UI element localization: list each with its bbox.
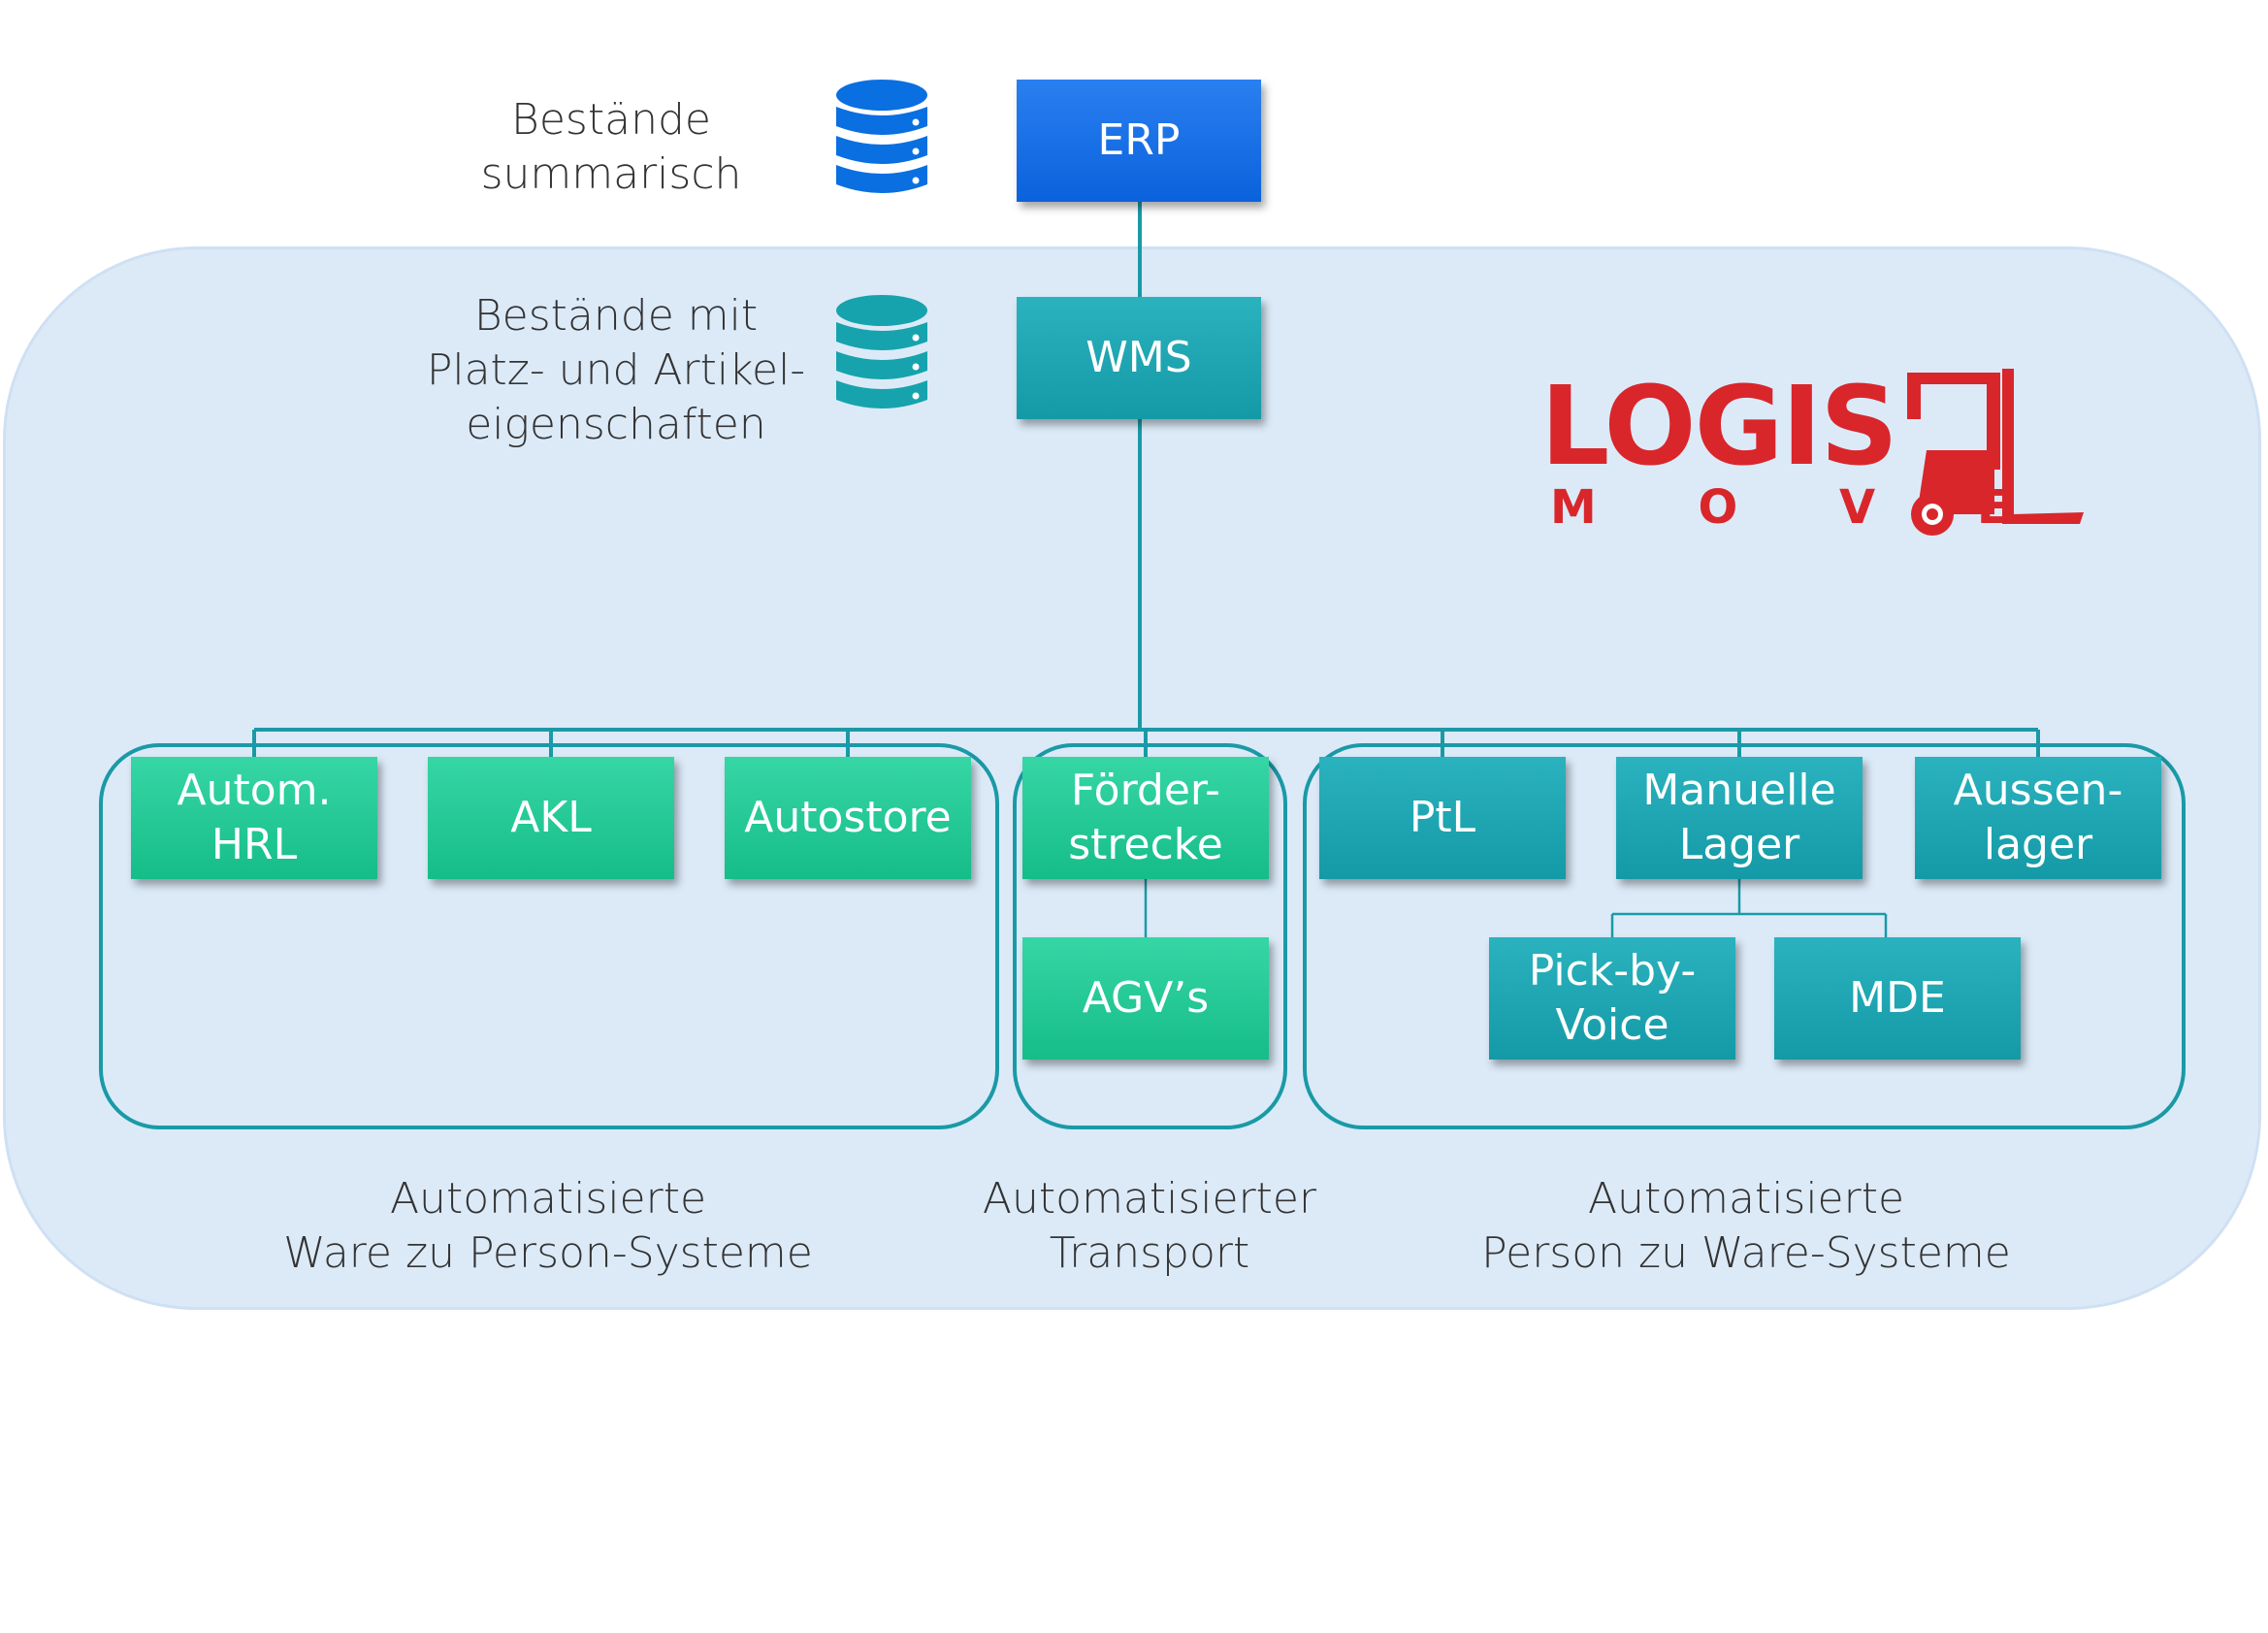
erp-caption: Bestände summarisch	[480, 95, 742, 199]
erp-node: ERP	[1017, 80, 1261, 202]
node-mde: MDE	[1774, 937, 2021, 1060]
node-label: Pick-by- Voice	[1528, 946, 1697, 1050]
node-label: Manuelle Lager	[1642, 766, 1836, 869]
node-akl: AKL	[428, 757, 674, 879]
node-label: Förder- strecke	[1068, 766, 1223, 869]
group-person-zu-ware	[1303, 743, 2186, 1129]
wms-caption: Bestände mit Platz- und Artikel- eigensc…	[426, 291, 806, 449]
node-pick-by-voice: Pick-by- Voice	[1489, 937, 1735, 1060]
logo-line-1: LOGIS	[1540, 364, 1898, 490]
node-label: AKL	[510, 793, 592, 842]
caption-transport: Automatisierter Transport	[982, 1174, 1317, 1278]
database-icon	[836, 80, 927, 193]
group-ware-zu-person	[99, 743, 999, 1129]
node-label: PtL	[1409, 793, 1476, 842]
node-label: AGV’s	[1082, 973, 1210, 1023]
wms-node: WMS	[1017, 297, 1261, 419]
node-label: MDE	[1849, 973, 1946, 1023]
node-ptl: PtL	[1319, 757, 1566, 879]
node-aussenlager: Aussen- lager	[1915, 757, 2161, 879]
node-autom-hrl: Autom. HRL	[131, 757, 377, 879]
erp-label: ERP	[1097, 115, 1181, 165]
caption-person-zu-ware: Automatisierte Person zu Ware-Systeme	[1481, 1174, 2011, 1278]
node-autostore: Autostore	[725, 757, 971, 879]
group-transport	[1013, 743, 1287, 1129]
node-manuelle-lager: Manuelle Lager	[1616, 757, 1863, 879]
node-label: Autom. HRL	[177, 766, 332, 869]
node-foerderstrecke: Förder- strecke	[1022, 757, 1269, 879]
node-label: Aussen- lager	[1953, 766, 2123, 869]
forklift-icon	[1907, 369, 2084, 536]
node-agvs: AGV’s	[1022, 937, 1269, 1060]
database-icon	[836, 295, 927, 408]
caption-ware-zu-person: Automatisierte Ware zu Person-Systeme	[283, 1174, 813, 1278]
wms-label: WMS	[1085, 333, 1192, 382]
logismove-logo: LOGIS M O V E	[1540, 369, 2084, 543]
node-label: Autostore	[744, 793, 952, 842]
